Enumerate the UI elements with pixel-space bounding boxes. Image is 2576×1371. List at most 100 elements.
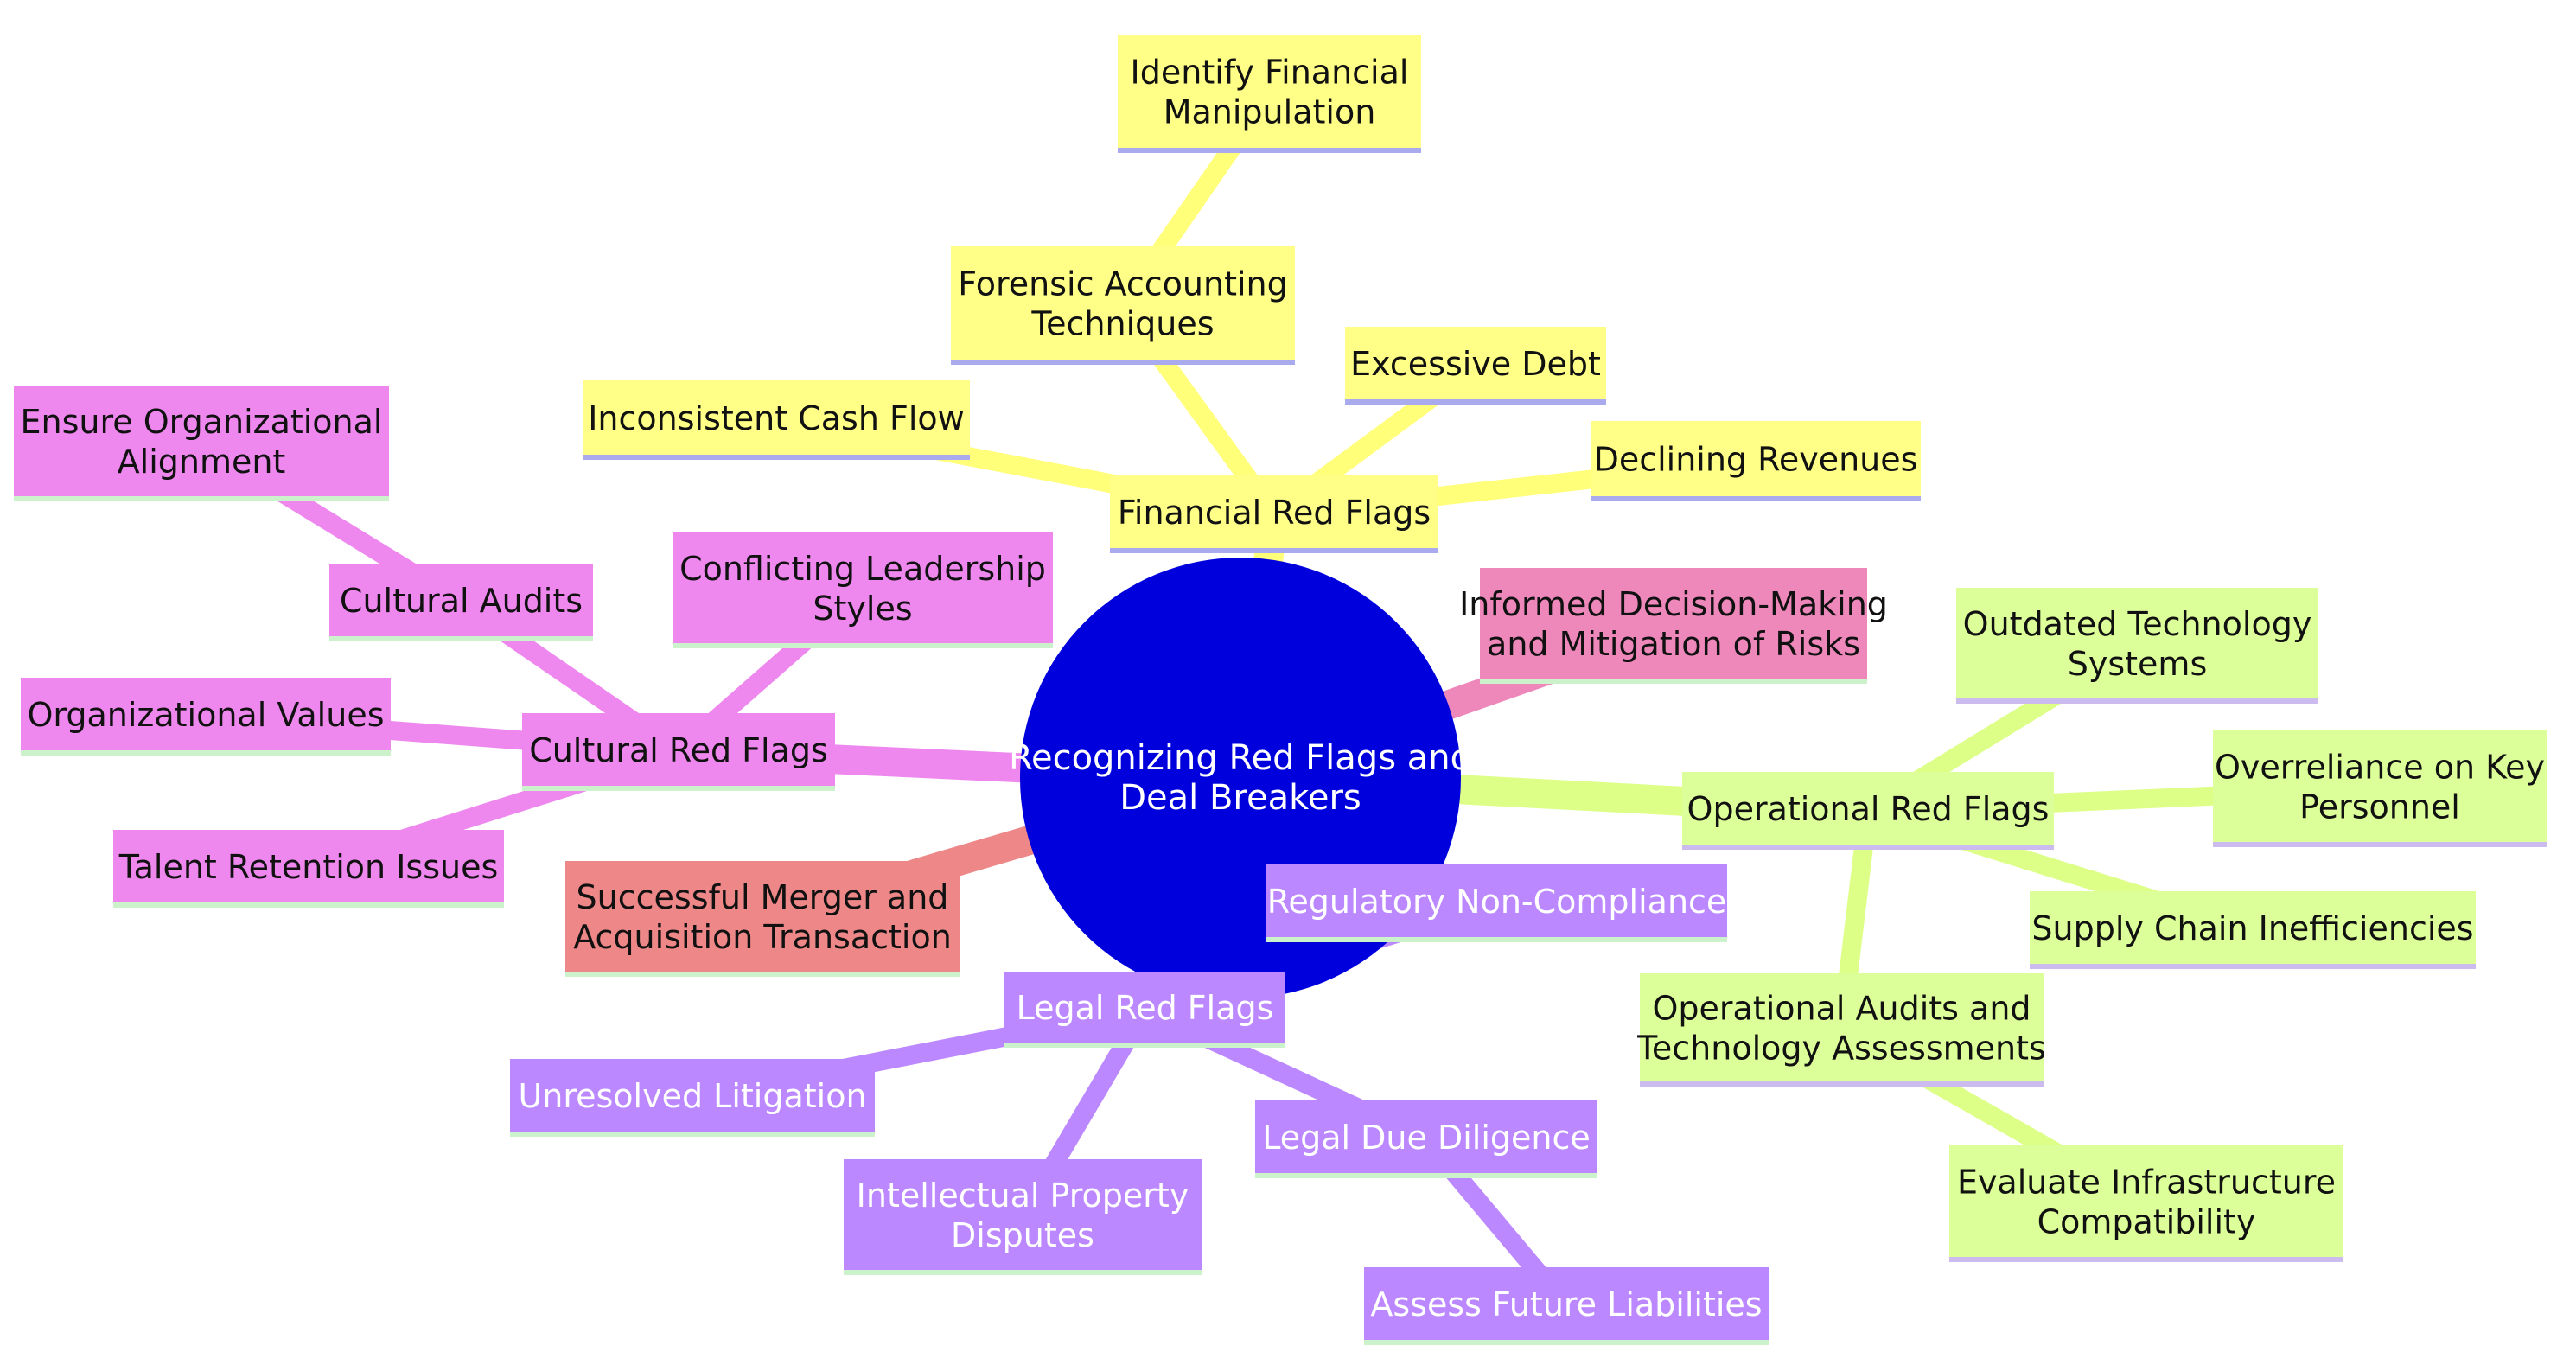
node-personnel-label: Personnel	[2299, 788, 2460, 826]
branch-operational-box	[1682, 772, 2054, 850]
node-cashflow[interactable]: Inconsistent Cash Flow	[583, 380, 970, 460]
node-forensic-label: Forensic Accounting	[958, 265, 1288, 303]
node-leadership-label: Styles	[813, 590, 912, 628]
node-forensic-label: Techniques	[1030, 305, 1214, 343]
node-regulatory[interactable]: Regulatory Non-Compliance	[1266, 864, 1727, 942]
branch-legal[interactable]: Legal Red Flags	[1004, 972, 1285, 1048]
node-identify-box	[1118, 35, 1421, 153]
node-debt[interactable]: Excessive Debt	[1345, 327, 1606, 405]
node-audits-box	[329, 564, 593, 641]
branch-operational-label: Operational Red Flags	[1687, 790, 2050, 828]
node-values-label: Organizational Values	[27, 696, 384, 734]
branch-operational[interactable]: Operational Red Flags	[1682, 772, 2054, 850]
node-ip-underline	[844, 1270, 1202, 1275]
node-opaudits-label: Technology Assessments	[1636, 1030, 2046, 1068]
node-opaudits-underline	[1640, 1081, 2044, 1087]
node-litigation-label: Unresolved Litigation	[518, 1077, 866, 1115]
node-personnel-box	[2213, 730, 2547, 847]
node-ip-label: Disputes	[951, 1216, 1094, 1254]
node-supply-underline	[2030, 964, 2476, 969]
branch-informed-label: and Mitigation of Risks	[1487, 625, 1860, 663]
node-diligence[interactable]: Legal Due Diligence	[1255, 1100, 1597, 1178]
branch-financial[interactable]: Financial Red Flags	[1110, 475, 1438, 553]
node-revenues-label: Declining Revenues	[1594, 441, 1918, 479]
node-debt-underline	[1345, 399, 1606, 405]
node-infra-label: Compatibility	[2037, 1203, 2256, 1241]
node-infra-box	[1949, 1145, 2343, 1262]
root-node-label: Deal Breakers	[1119, 778, 1361, 818]
branch-legal-underline	[1004, 1043, 1285, 1048]
node-identify-label: Identify Financial	[1131, 54, 1409, 92]
node-technology-underline	[1956, 698, 2318, 704]
node-debt-label: Excessive Debt	[1350, 345, 1601, 383]
node-revenues-underline	[1591, 496, 1921, 501]
branch-informed-underline	[1480, 679, 1867, 684]
node-liabilities-underline	[1364, 1340, 1769, 1345]
node-diligence-label: Legal Due Diligence	[1262, 1119, 1591, 1157]
node-litigation-underline	[510, 1132, 875, 1137]
node-litigation[interactable]: Unresolved Litigation	[510, 1059, 875, 1137]
node-ip-label: Intellectual Property	[857, 1177, 1189, 1215]
node-regulatory-box	[1266, 864, 1727, 942]
node-ip-box	[844, 1159, 1202, 1275]
node-liabilities[interactable]: Assess Future Liabilities	[1364, 1267, 1769, 1345]
node-diligence-box	[1255, 1100, 1597, 1178]
node-revenues[interactable]: Declining Revenues	[1591, 421, 1921, 501]
node-personnel-label: Overreliance on Key	[2215, 749, 2545, 787]
branch-operational-underline	[1682, 845, 2054, 850]
node-infra-underline	[1949, 1257, 2343, 1262]
node-opaudits-box	[1640, 973, 2044, 1087]
node-revenues-box	[1591, 421, 1921, 501]
node-identify-label: Manipulation	[1164, 93, 1376, 131]
node-debt-box	[1345, 327, 1606, 405]
node-cashflow-label: Inconsistent Cash Flow	[588, 399, 965, 437]
node-regulatory-label: Regulatory Non-Compliance	[1267, 883, 1727, 921]
node-supply-box	[2030, 891, 2476, 969]
node-alignment-underline	[14, 496, 389, 501]
node-supply[interactable]: Supply Chain Inefficiencies	[2030, 891, 2476, 969]
node-values-box	[21, 678, 391, 756]
branch-cultural-box	[522, 713, 835, 791]
node-talent[interactable]: Talent Retention Issues	[113, 830, 504, 908]
node-alignment-label: Ensure Organizational	[20, 403, 382, 441]
node-audits-underline	[329, 636, 593, 641]
branch-cultural[interactable]: Cultural Red Flags	[522, 713, 835, 791]
branch-legal-box	[1004, 972, 1285, 1048]
node-litigation-box	[510, 1059, 875, 1137]
branch-successful-box	[565, 861, 960, 977]
branch-successful-underline	[565, 972, 960, 977]
node-cashflow-box	[583, 380, 970, 460]
branch-financial-box	[1110, 475, 1438, 553]
node-talent-underline	[113, 902, 504, 908]
branch-financial-label: Financial Red Flags	[1118, 494, 1431, 532]
node-alignment-box	[14, 386, 389, 501]
node-liabilities-box	[1364, 1267, 1769, 1345]
node-talent-box	[113, 830, 504, 908]
node-talent-label: Talent Retention Issues	[118, 848, 499, 886]
branch-successful-label: Successful Merger and	[577, 878, 949, 916]
node-audits[interactable]: Cultural Audits	[329, 564, 593, 641]
branch-financial-underline	[1110, 548, 1438, 553]
node-audits-label: Cultural Audits	[340, 582, 583, 620]
branch-informed-label: Informed Decision-Making	[1459, 585, 1888, 623]
node-infra-label: Evaluate Infrastructure	[1957, 1164, 2336, 1202]
node-leadership-underline	[673, 643, 1053, 648]
node-values[interactable]: Organizational Values	[21, 678, 391, 756]
node-leadership-box	[673, 532, 1053, 648]
node-forensic-underline	[951, 360, 1295, 365]
node-regulatory-underline	[1266, 937, 1727, 942]
node-alignment-label: Alignment	[118, 443, 286, 481]
